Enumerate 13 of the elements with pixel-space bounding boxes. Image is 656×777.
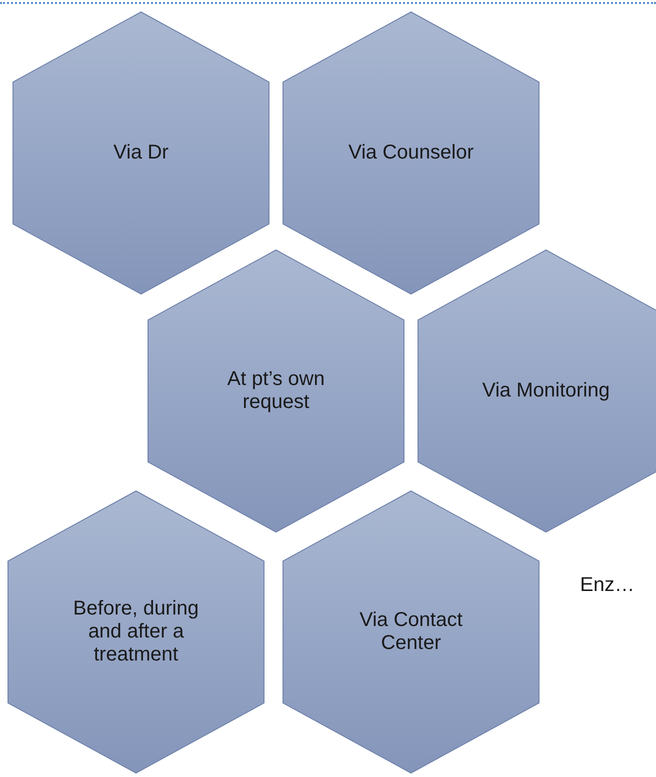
hexagon — [147, 249, 405, 533]
hexagon-label: At pt’s own request — [226, 368, 326, 414]
hexagon — [282, 490, 540, 774]
hexagon — [7, 490, 265, 774]
text-label: Enz… — [580, 574, 634, 597]
hexagon — [417, 249, 656, 533]
hexagon-label: Via Counselor — [347, 142, 475, 164]
hexagon-label: Via Dr — [112, 142, 170, 164]
hexagon-label: Via Monitoring — [481, 380, 611, 402]
hexagon — [12, 11, 270, 295]
hexagon — [282, 11, 540, 295]
hexagon-label: Before, during and after a treatment — [72, 598, 200, 666]
hexagon-label: Via Contact Center — [358, 609, 464, 655]
